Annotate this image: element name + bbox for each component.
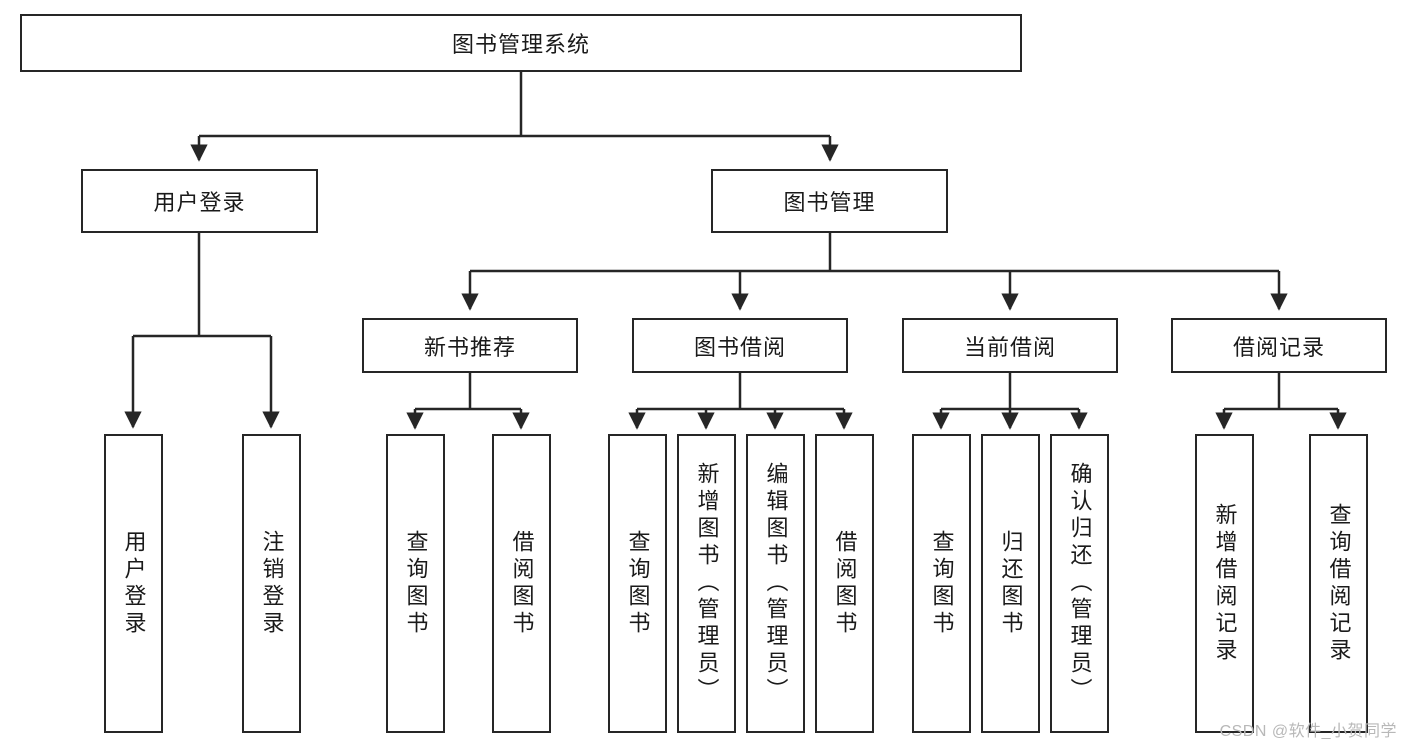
node-borrow-record[interactable]: 借阅记录 [1171, 318, 1387, 373]
node-leaf-edit-book[interactable]: 编辑图书（管理员） [746, 434, 805, 733]
node-leaf-add-book[interactable]: 新增图书（管理员） [677, 434, 736, 733]
node-current-borrow[interactable]: 当前借阅 [902, 318, 1118, 373]
node-user-login[interactable]: 用户登录 [81, 169, 318, 233]
node-leaf-add-record[interactable]: 新增借阅记录 [1195, 434, 1254, 733]
node-root-label: 图书管理系统 [451, 32, 590, 57]
node-leaf-borrow-book-1[interactable]: 借阅图书 [492, 434, 551, 733]
node-leaf-borrow-book-2[interactable]: 借阅图书 [815, 434, 874, 733]
node-current-borrow-label: 当前借阅 [963, 334, 1056, 360]
node-book-borrow-label: 图书借阅 [693, 334, 786, 360]
node-leaf-add-record-label: 新增借阅记录 [1212, 502, 1238, 665]
node-root[interactable]: 图书管理系统 [20, 14, 1022, 72]
node-leaf-query-book-3-label: 查询图书 [929, 529, 955, 638]
node-leaf-query-book-1-label: 查询图书 [403, 529, 429, 638]
node-leaf-return-book-label: 归还图书 [998, 529, 1024, 638]
node-leaf-query-record[interactable]: 查询借阅记录 [1309, 434, 1368, 733]
node-leaf-user-login[interactable]: 用户登录 [104, 434, 163, 733]
node-new-book-recommend-label: 新书推荐 [423, 334, 516, 360]
node-leaf-add-book-label: 新增图书（管理员） [694, 462, 720, 705]
node-leaf-return-book[interactable]: 归还图书 [981, 434, 1040, 733]
node-leaf-query-book-2-label: 查询图书 [625, 529, 651, 638]
node-book-management[interactable]: 图书管理 [711, 169, 948, 233]
node-book-management-label: 图书管理 [783, 190, 876, 215]
node-leaf-edit-book-label: 编辑图书（管理员） [763, 462, 789, 705]
node-leaf-logout-label: 注销登录 [259, 529, 285, 638]
node-book-borrow[interactable]: 图书借阅 [632, 318, 848, 373]
node-leaf-borrow-book-1-label: 借阅图书 [509, 529, 535, 638]
node-leaf-user-login-label: 用户登录 [121, 529, 147, 638]
node-leaf-query-record-label: 查询借阅记录 [1326, 502, 1352, 665]
node-leaf-confirm-return[interactable]: 确认归还（管理员） [1050, 434, 1109, 733]
node-leaf-query-book-1[interactable]: 查询图书 [386, 434, 445, 733]
node-new-book-recommend[interactable]: 新书推荐 [362, 318, 578, 373]
node-leaf-query-book-2[interactable]: 查询图书 [608, 434, 667, 733]
watermark: CSDN @软件_小贺同学 [1219, 723, 1397, 740]
node-leaf-query-book-3[interactable]: 查询图书 [912, 434, 971, 733]
node-leaf-borrow-book-2-label: 借阅图书 [832, 529, 858, 638]
node-user-login-label: 用户登录 [153, 190, 246, 215]
node-leaf-logout[interactable]: 注销登录 [242, 434, 301, 733]
node-leaf-confirm-return-label: 确认归还（管理员） [1067, 462, 1093, 705]
node-borrow-record-label: 借阅记录 [1232, 334, 1325, 360]
